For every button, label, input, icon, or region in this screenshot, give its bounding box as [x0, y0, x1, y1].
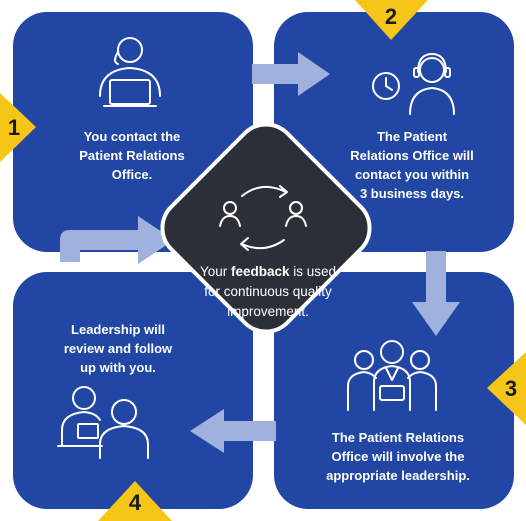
- step-4-line-2: review and follow: [63, 341, 173, 356]
- feedback-cycle-icon: [219, 185, 307, 251]
- step-4-line-1: Leadership will: [71, 322, 165, 337]
- arrow-4-to-1: [60, 216, 174, 264]
- step-2-line-1: The Patient: [376, 129, 448, 144]
- badge-4: [98, 481, 172, 521]
- center-diamond: [160, 122, 372, 334]
- step-1-text: You contact the Patient Relations Office…: [48, 127, 216, 184]
- badge-4-number: 4: [128, 490, 142, 515]
- badge-2: [355, 0, 428, 40]
- badge-1: [0, 93, 36, 162]
- badge-3-number: 3: [504, 376, 518, 401]
- center-text: Your feedback is used for continuous qua…: [170, 262, 366, 322]
- step-3-text: The Patient Relations Office will involv…: [298, 428, 498, 485]
- clock-headset-agent-icon: [372, 53, 455, 115]
- step-4-text: Leadership will review and follow up wit…: [34, 320, 202, 377]
- center-text-after: is used: [289, 264, 337, 279]
- step-3-line-2: Office will involve the: [331, 449, 465, 464]
- arrow-3-to-4: [190, 409, 276, 453]
- center-line-1: Your feedback is used: [170, 262, 366, 282]
- arrow-2-to-3: [412, 251, 460, 336]
- step-1-line-2: Patient Relations: [79, 148, 185, 163]
- badge-3: [487, 352, 526, 425]
- step-4-box: [13, 272, 253, 509]
- center-text-before: Your: [199, 264, 231, 279]
- step-2-line-4: 3 business days.: [359, 186, 465, 201]
- person-laptop-icon: [99, 37, 161, 107]
- center-line-3: improvement.: [227, 304, 309, 319]
- step-2-line-3: contact you within: [354, 167, 470, 182]
- badge-2-number: 2: [384, 4, 398, 29]
- meeting-people-icon: [57, 386, 149, 459]
- arrow-1-to-2: [252, 52, 330, 96]
- step-3-line-3: appropriate leadership.: [326, 468, 470, 483]
- center-line-2: for continuous quality: [204, 284, 332, 299]
- leadership-group-icon: [347, 340, 437, 411]
- step-1-line-3: Office.: [111, 167, 153, 182]
- step-2-line-2: Relations Office will: [350, 148, 474, 163]
- step-1-line-1: You contact the: [83, 129, 181, 144]
- step-3-line-1: The Patient Relations: [331, 430, 465, 445]
- center-text-bold: feedback: [230, 264, 290, 279]
- step-2-text: The Patient Relations Office will contac…: [322, 127, 502, 203]
- badge-1-number: 1: [7, 115, 21, 140]
- step-4-line-3: up with you.: [80, 360, 156, 375]
- step-3-box: [274, 272, 514, 509]
